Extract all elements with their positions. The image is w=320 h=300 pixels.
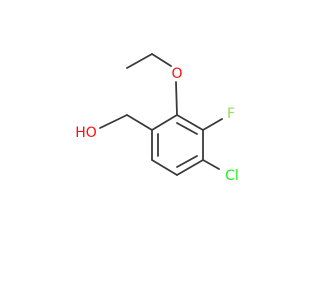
bond-c5-c6	[151, 159, 178, 176]
bond-c1-ch2	[126, 114, 153, 131]
atom-label-hydroxyl: HO	[75, 125, 97, 141]
bond-layer	[99, 53, 223, 176]
bond-c3-f	[202, 118, 223, 131]
bond-c4-c5-inner	[176, 155, 198, 168]
bond-c2-c3	[176, 114, 204, 131]
bond-c4-cl	[202, 159, 220, 170]
atom-label-oxygen-ether: O	[171, 66, 182, 82]
bond-ch2-o	[151, 53, 172, 67]
atom-label-layer: O F Cl HO	[75, 66, 239, 184]
atom-label-chlorine: Cl	[225, 168, 239, 184]
molecule-structure: O F Cl HO	[75, 53, 239, 184]
bond-ch3-ch2	[126, 53, 153, 69]
bond-c4-c5	[176, 159, 204, 176]
bond-ch2-oh	[99, 114, 128, 129]
bond-c1-c2	[151, 114, 178, 131]
bond-c2-c3-inner	[176, 122, 198, 135]
bond-o-c2	[175, 81, 178, 116]
atom-label-fluorine: F	[227, 106, 235, 122]
